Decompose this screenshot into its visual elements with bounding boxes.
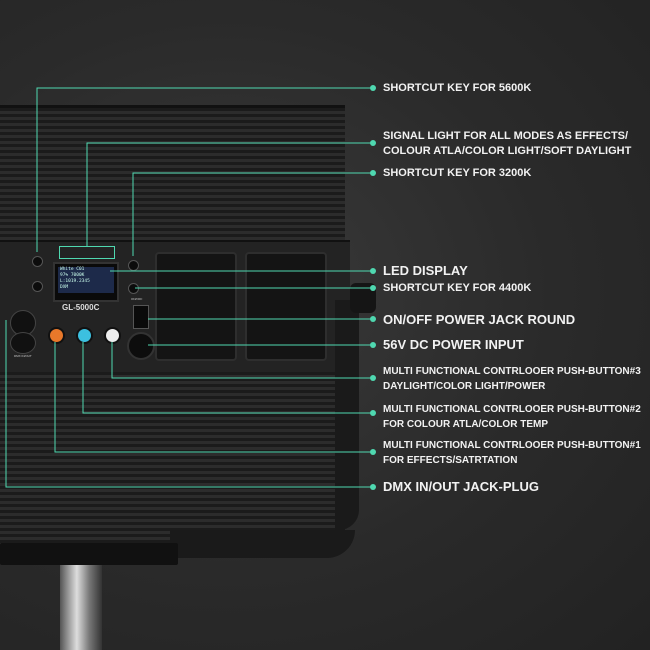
model-name: GL-5000C [62,303,100,312]
callout-signal-light: SIGNAL LIGHT FOR ALL MODES AS EFFECTS/CO… [383,130,632,157]
custom-button[interactable] [32,281,43,292]
callout-5600k: SHORTCUT KEY FOR 5600K [383,82,532,94]
display-line: L:1019.2345 [60,279,90,284]
callout-button3: MULTI FUNCTIONAL CONTRLOOER PUSH-BUTTON#… [383,366,641,392]
yoke-arm [335,300,359,530]
callout-dc-input: 56V DC POWER INPUT [383,337,524,352]
display-line: White C01 [60,267,85,272]
shortcut-5600k-button[interactable] [32,256,43,267]
power-switch[interactable] [133,305,149,329]
signal-lights [59,246,115,259]
leader-signal [86,142,373,246]
battery-plate-1 [155,252,237,361]
leader-button3 [111,342,373,379]
stand-mount [0,543,178,565]
leader-button2 [82,342,373,414]
stand-pole [60,565,102,650]
dmx-out-jack[interactable] [10,332,36,354]
callout-dmx: DMX IN/OUT JACK-PLUG [383,479,539,494]
dc-power-input[interactable] [127,332,155,360]
panel-top-fins [0,105,345,246]
dmx-label: DMX IN/OUT [14,354,32,358]
callout-3200k: SHORTCUT KEY FOR 3200K [383,167,532,179]
leader-dmx [5,320,373,488]
push-button-1-knob[interactable] [48,327,65,344]
display-line: DXM [60,285,69,290]
leader-button1 [54,342,373,453]
leader-5600k [36,87,373,252]
callout-4400k: SHORTCUT KEY FOR 4400K [383,282,532,294]
display-line: 97% 7000K [60,273,85,278]
leader-3200k [132,172,373,256]
battery-plate-2 [245,252,327,361]
yoke-bottom [170,530,355,558]
callout-led-display: LED DISPLAY [383,263,468,278]
onoff-label: ON/OFF [131,297,143,301]
led-display: White C01 97% 7000K L:1019.2345 DXM [53,262,119,302]
callout-button2: MULTI FUNCTIONAL CONTRLOOER PUSH-BUTTON#… [383,404,641,430]
push-button-2-knob[interactable] [76,327,93,344]
callout-onoff: ON/OFF POWER JACK ROUND [383,312,576,327]
panel-bottom-fins [0,372,345,544]
callout-button1: MULTI FUNCTIONAL CONTRLOOER PUSH-BUTTON#… [383,440,641,466]
